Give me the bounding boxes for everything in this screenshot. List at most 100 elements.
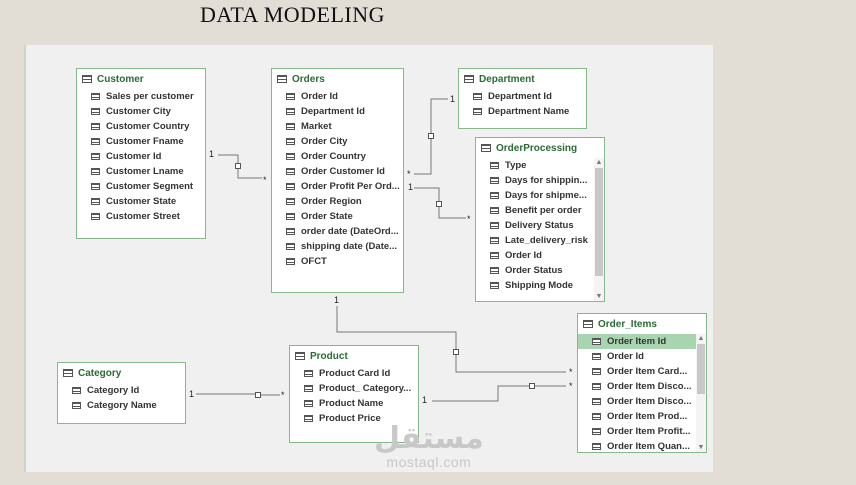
field-row[interactable]: Order State [286, 209, 403, 224]
column-icon [286, 108, 295, 115]
field-list: Sales per customer Customer City Custome… [77, 89, 205, 224]
field-row[interactable]: Order Item Prod... [592, 409, 706, 424]
field-row[interactable]: Order Country [286, 149, 403, 164]
relationship-marker [235, 163, 241, 169]
field-row[interactable]: Order Item Disco... [592, 394, 706, 409]
table-header[interactable]: Category [58, 363, 185, 383]
field-row[interactable]: Order Status [490, 263, 604, 278]
field-row[interactable]: Type [490, 158, 604, 173]
field-row[interactable]: Sales per customer [91, 89, 205, 104]
cardinality-many: * [407, 169, 411, 179]
field-row[interactable]: Department Id [286, 104, 403, 119]
table-category[interactable]: Category Category Id Category Name [57, 362, 186, 424]
field-row[interactable]: Product_ Category... [304, 381, 418, 396]
cardinality-one: 1 [334, 295, 340, 305]
cardinality-many: * [281, 390, 285, 400]
field-list: Product Card Id Product_ Category... Pro… [290, 366, 418, 426]
field-row[interactable]: Order Profit Per Ord... [286, 179, 403, 194]
field-row[interactable]: Days for shipme... [490, 188, 604, 203]
column-icon [592, 443, 601, 450]
table-name: Customer [97, 73, 144, 85]
field-row[interactable]: Department Id [473, 89, 586, 104]
table-scrollbar[interactable]: ▲ ▼ [696, 334, 706, 452]
column-icon [286, 213, 295, 220]
relationship-marker [428, 133, 434, 139]
field-row[interactable]: Order Customer Id [286, 164, 403, 179]
field-row[interactable]: Customer Country [91, 119, 205, 134]
column-icon [473, 93, 482, 100]
scroll-up-icon[interactable]: ▲ [697, 335, 705, 342]
table-icon [464, 75, 474, 83]
table-header[interactable]: Product [290, 346, 418, 366]
table-header[interactable]: Department [459, 69, 586, 89]
field-row[interactable]: Delivery Status [490, 218, 604, 233]
column-icon [91, 93, 100, 100]
column-icon [286, 153, 295, 160]
field-row[interactable]: Shipping Mode [490, 278, 604, 293]
field-row[interactable]: Benefit per order [490, 203, 604, 218]
field-row[interactable]: Order Id [490, 248, 604, 263]
field-row[interactable]: Order Item Quan... [592, 439, 706, 452]
field-row[interactable]: Department Name [473, 104, 586, 119]
relationship-orders-orderitems [336, 306, 566, 373]
field-row[interactable]: Customer Fname [91, 134, 205, 149]
cardinality-many: * [467, 214, 471, 224]
field-row[interactable]: Customer Street [91, 209, 205, 224]
field-row[interactable]: Order City [286, 134, 403, 149]
field-row[interactable]: Market [286, 119, 403, 134]
column-icon [304, 385, 313, 392]
column-icon [72, 387, 81, 394]
table-header[interactable]: Orders [272, 69, 403, 89]
field-row[interactable]: Category Id [72, 383, 185, 398]
field-row[interactable]: Customer City [91, 104, 205, 119]
field-row[interactable]: shipping date (Date... [286, 239, 403, 254]
field-row[interactable]: Customer Lname [91, 164, 205, 179]
table-customer[interactable]: Customer Sales per customer Customer Cit… [76, 68, 206, 239]
table-scrollbar[interactable]: ▲ ▼ [594, 158, 604, 301]
field-row[interactable]: order date (DateOrd... [286, 224, 403, 239]
field-row[interactable]: Customer Segment [91, 179, 205, 194]
column-icon [91, 108, 100, 115]
field-row[interactable]: Category Name [72, 398, 185, 413]
cardinality-one: 1 [209, 149, 215, 159]
field-row[interactable]: Customer Id [91, 149, 205, 164]
page-title: DATA MODELING [200, 2, 386, 27]
field-row[interactable]: Late_delivery_risk [490, 233, 604, 248]
table-header[interactable]: Order_Items [578, 314, 706, 334]
field-row[interactable]: Product Card Id [304, 366, 418, 381]
column-icon [592, 413, 601, 420]
table-department[interactable]: Department Department Id Department Name [458, 68, 587, 129]
scroll-down-icon[interactable]: ▼ [595, 293, 603, 300]
field-row[interactable]: Order Item Card... [592, 364, 706, 379]
field-row[interactable]: Product Name [304, 396, 418, 411]
field-row[interactable]: Customer State [91, 194, 205, 209]
field-row-selected[interactable]: Order Item Id [578, 334, 706, 349]
field-row[interactable]: Order Id [592, 349, 706, 364]
table-header[interactable]: Customer [77, 69, 205, 89]
table-header[interactable]: OrderProcessing [476, 138, 604, 158]
field-row[interactable]: Days for shippin... [490, 173, 604, 188]
scrollbar-thumb[interactable] [595, 168, 603, 276]
field-row[interactable]: Order Id [286, 89, 403, 104]
field-row[interactable]: OFCT [286, 254, 403, 269]
field-row[interactable]: Product Price [304, 411, 418, 426]
table-name: OrderProcessing [496, 142, 578, 154]
field-row[interactable]: Order Item Profit... [592, 424, 706, 439]
column-icon [91, 153, 100, 160]
field-row[interactable]: Order Region [286, 194, 403, 209]
table-product[interactable]: Product Product Card Id Product_ Categor… [289, 345, 419, 443]
table-icon [481, 144, 491, 152]
column-icon [286, 243, 295, 250]
table-orders[interactable]: Orders Order Id Department Id Market Ord… [271, 68, 404, 293]
table-order-items[interactable]: Order_Items Order Item Id Order Id Order… [577, 313, 707, 453]
scroll-up-icon[interactable]: ▲ [595, 159, 603, 166]
table-orderprocessing[interactable]: OrderProcessing Type Days for shippin...… [475, 137, 605, 302]
field-list: Order Id Department Id Market Order City… [272, 89, 403, 269]
table-icon [583, 320, 593, 328]
table-icon [295, 352, 305, 360]
field-row[interactable]: Order Item Disco... [592, 379, 706, 394]
relationship-marker [255, 392, 261, 398]
scrollbar-thumb[interactable] [697, 344, 705, 394]
scroll-down-icon[interactable]: ▼ [697, 444, 705, 451]
column-icon [91, 138, 100, 145]
